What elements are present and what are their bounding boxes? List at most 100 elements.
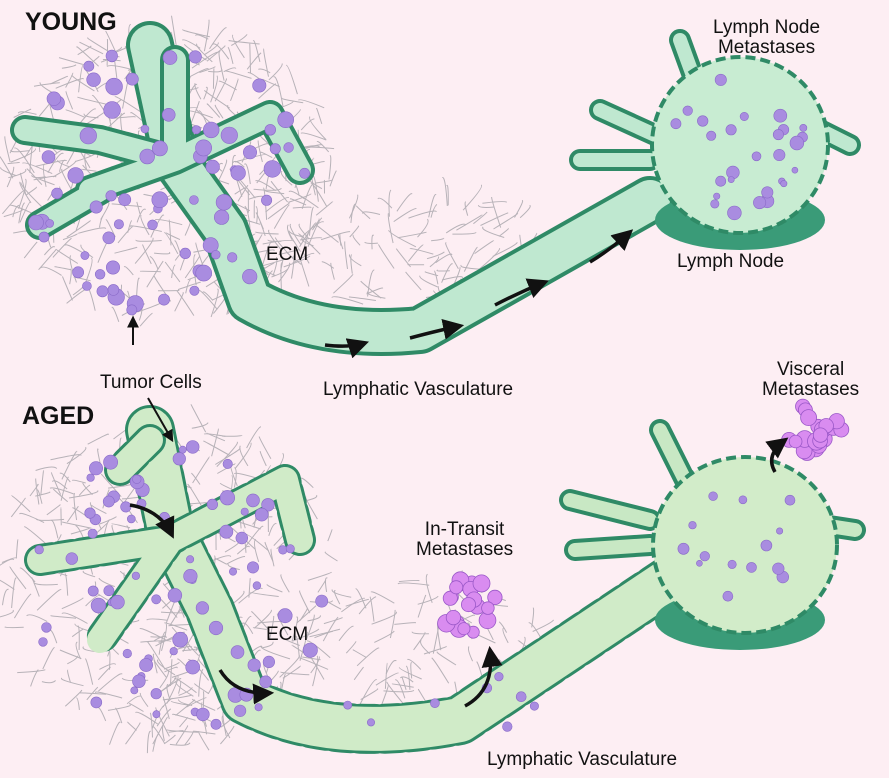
tumor-cell <box>65 552 79 565</box>
ecm-fiber <box>259 151 273 159</box>
ecm-fiber <box>292 628 320 642</box>
ecm-fiber <box>179 716 189 728</box>
tumor-cell <box>243 145 258 160</box>
ecm-fiber <box>388 229 417 248</box>
ecm-fiber <box>3 209 24 218</box>
ecm-fiber <box>111 523 131 529</box>
ecm-fiber <box>134 237 154 264</box>
ecm-fiber <box>44 246 56 256</box>
ecm-fiber <box>228 40 260 45</box>
ecm-fiber <box>95 691 123 699</box>
metastasis-cell <box>800 409 817 427</box>
ecm-fiber <box>152 653 158 674</box>
ecm-fiber <box>35 159 68 167</box>
ecm-fiber <box>238 587 263 604</box>
young-lymph-node-label: Lymph Node <box>677 251 785 272</box>
ecm-fiber <box>214 104 224 119</box>
ecm-fiber <box>467 646 474 662</box>
ecm-fiber <box>331 589 352 598</box>
ecm-fiber <box>262 641 274 649</box>
ecm-fiber <box>269 615 275 640</box>
tumor-cell <box>302 642 318 658</box>
ecm-fiber <box>163 232 179 255</box>
ecm-fiber <box>55 78 84 89</box>
ecm-fiber <box>154 218 183 226</box>
ecm-fiber <box>149 712 153 738</box>
aged-visceral-line1: Visceral <box>776 359 845 380</box>
tumor-cell <box>147 219 158 231</box>
ecm-fiber <box>436 651 457 666</box>
ecm-fiber <box>19 512 45 524</box>
tumor-cell <box>725 124 737 136</box>
ecm-fiber <box>273 204 290 229</box>
ecm-fiber <box>324 551 338 562</box>
tumor-cell <box>222 458 233 469</box>
ecm-fiber <box>82 570 96 578</box>
ecm-fiber <box>324 577 328 592</box>
ecm-fiber <box>109 721 121 745</box>
ecm-fiber <box>139 628 167 641</box>
ecm-fiber <box>255 231 279 235</box>
ecm-fiber <box>36 589 62 611</box>
tumor-cell <box>34 545 44 555</box>
ecm-fiber <box>280 257 284 272</box>
ecm-fiber <box>99 516 117 525</box>
ecm-fiber <box>226 556 246 565</box>
ecm-fiber <box>498 621 508 633</box>
ecm-fiber <box>146 730 152 754</box>
tumor-cell <box>773 108 788 123</box>
tumor-cell <box>105 190 117 202</box>
tumor-cell <box>315 594 329 608</box>
ecm-fiber <box>62 521 92 529</box>
ecm-fiber <box>498 227 509 237</box>
ecm-fiber <box>417 594 427 618</box>
tumor-cell <box>502 721 513 732</box>
ecm-fiber <box>262 78 280 88</box>
ecm-fiber <box>100 202 110 220</box>
ecm-fiber <box>126 695 141 705</box>
ecm-fiber <box>198 730 210 751</box>
tumor-cell <box>205 159 220 174</box>
ecm-fiber <box>54 266 71 271</box>
ecm-fiber <box>158 677 182 694</box>
ecm-fiber <box>299 631 308 661</box>
ecm-fiber <box>192 456 210 484</box>
ecm-fiber <box>64 244 82 253</box>
ecm-fiber <box>102 58 121 62</box>
tumor-cell <box>682 105 693 116</box>
ecm-fiber <box>139 312 153 327</box>
metastasis-clusters <box>437 398 850 639</box>
ecm-fiber <box>194 82 202 100</box>
tumor-cell <box>211 250 221 260</box>
ecm-fiber <box>482 201 508 204</box>
ecm-fiber <box>278 249 299 256</box>
ecm-fiber <box>301 221 325 238</box>
ecm-fiber <box>333 590 341 605</box>
ecm-fiber <box>267 239 282 242</box>
ecm-fiber <box>0 579 15 590</box>
ecm-fiber <box>264 189 285 195</box>
ecm-fiber <box>206 432 226 442</box>
tumor-cell <box>366 718 375 727</box>
ecm-fiber <box>433 270 439 285</box>
tumor-cell <box>219 490 235 506</box>
ecm-fiber <box>234 442 252 469</box>
tumor-cell <box>45 219 55 228</box>
ecm-fiber <box>114 246 138 254</box>
ecm-fiber <box>388 189 392 217</box>
tumor-cell <box>760 539 773 552</box>
tumor-cell <box>677 542 690 555</box>
ecm-fiber <box>350 203 357 223</box>
ecm-fiber <box>203 86 208 100</box>
ecm-fiber <box>161 697 173 708</box>
ecm-fiber <box>245 525 264 547</box>
ecm-fiber <box>38 248 57 271</box>
ecm-fiber <box>253 538 260 563</box>
tumor-cell <box>90 696 103 709</box>
tumor-cell <box>195 264 212 282</box>
ecm-fiber <box>19 567 36 583</box>
ecm-fiber <box>258 436 272 460</box>
ecm-fiber <box>231 34 248 46</box>
ecm-fiber <box>115 707 123 724</box>
ecm-fiber <box>182 39 201 49</box>
